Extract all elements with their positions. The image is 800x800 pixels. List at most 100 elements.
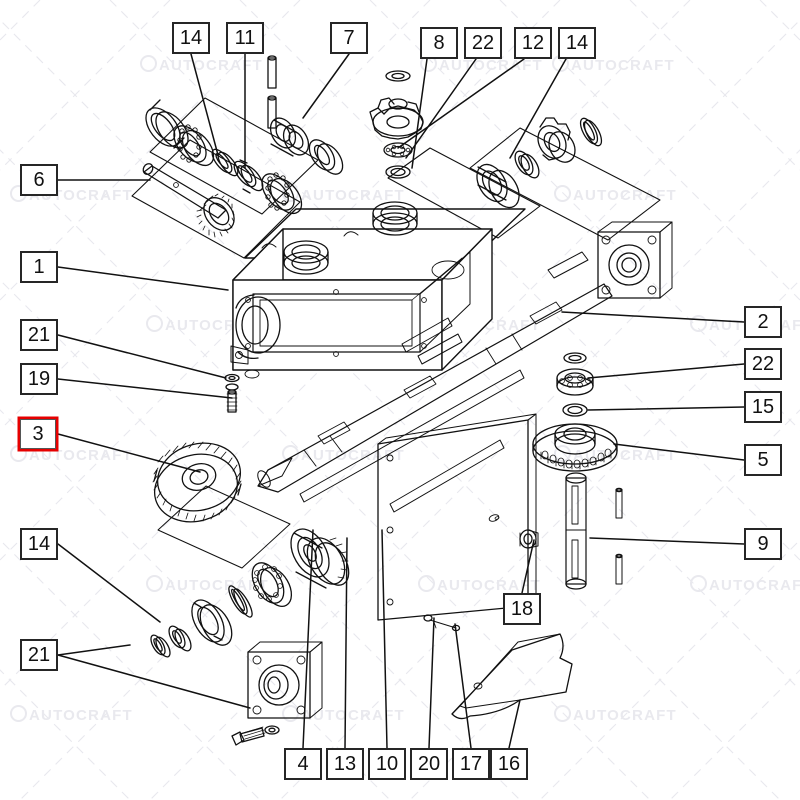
watermark-text: AUTOCRAFT	[439, 57, 543, 74]
leader-line-c8	[411, 58, 428, 169]
callout-label: 7	[343, 27, 355, 49]
callout-label: 2	[757, 311, 769, 333]
callout-1[interactable]: 1	[20, 251, 58, 283]
watermark-text: AUTOCRAFT	[29, 707, 133, 724]
callout-label: 21	[27, 644, 51, 666]
callout-label: 10	[375, 753, 399, 775]
callout-label: 18	[510, 598, 534, 620]
callout-20[interactable]: 20	[410, 748, 448, 780]
watermark-text: AUTOCRAFT	[301, 707, 405, 724]
ring-logo-icon	[10, 705, 27, 722]
callout-3[interactable]: 3	[18, 417, 58, 451]
watermark-text: AUTOCRAFT	[573, 707, 677, 724]
leader-line-c2	[561, 311, 745, 323]
callout-label: 4	[297, 753, 309, 775]
callout-6[interactable]: 6	[20, 164, 58, 196]
callout-18[interactable]: 18	[503, 593, 541, 625]
callout-4[interactable]: 4	[284, 748, 322, 780]
ring-logo-icon	[146, 575, 163, 592]
watermark-text: AUTOCRAFT	[709, 577, 800, 594]
leader-line-c21a	[57, 334, 227, 379]
leader-line-c9	[589, 537, 745, 545]
watermark-text: AUTOCRAFT	[571, 57, 675, 74]
ring-logo-icon	[690, 315, 707, 332]
leader-line-c15	[587, 406, 745, 411]
watermark-text: AUTOCRAFT	[29, 447, 133, 464]
leader-line-c14a	[190, 53, 219, 156]
watermark-text: AUTOCRAFT	[437, 577, 541, 594]
callout-label: 3	[20, 419, 56, 449]
callout-15[interactable]: 15	[744, 391, 782, 423]
callout-11[interactable]: 11	[226, 22, 264, 54]
watermark-autocraft: AUTOCRAFT	[282, 705, 405, 724]
leader-line-c19	[57, 378, 233, 399]
callout-21[interactable]: 21	[20, 319, 58, 351]
callout-label: 22	[471, 32, 495, 54]
part-group-upper-left-bearings	[131, 55, 344, 259]
part-group-lower-left	[150, 528, 350, 746]
watermark-autocraft: AUTOCRAFT	[10, 705, 133, 724]
callout-14[interactable]: 14	[20, 528, 58, 560]
watermark-autocraft: AUTOCRAFT	[140, 55, 263, 74]
leader-line-c14c	[57, 543, 161, 623]
callout-9[interactable]: 9	[744, 528, 782, 560]
leader-line-c22b	[587, 363, 745, 379]
callout-10[interactable]: 10	[368, 748, 406, 780]
leader-line-c18	[521, 539, 535, 594]
ring-logo-icon	[282, 705, 299, 722]
callout-5[interactable]: 5	[744, 444, 782, 476]
callout-label: 14	[565, 32, 589, 54]
leader-line-c10	[381, 529, 388, 749]
watermark-autocraft: AUTOCRAFT	[554, 705, 677, 724]
part-group-upper-right	[369, 70, 661, 241]
ring-logo-icon	[418, 575, 435, 592]
callout-label: 9	[757, 533, 769, 555]
watermark-text: AUTOCRAFT	[301, 187, 405, 204]
callout-14[interactable]: 14	[172, 22, 210, 54]
part-flange-right	[597, 221, 673, 299]
callout-2[interactable]: 2	[744, 306, 782, 338]
callout-14[interactable]: 14	[558, 27, 596, 59]
callout-7[interactable]: 7	[330, 22, 368, 54]
callout-label: 11	[234, 27, 256, 49]
callout-8[interactable]: 8	[420, 27, 458, 59]
leader-line-c12	[397, 58, 525, 149]
leader-line-c21b	[57, 644, 131, 656]
leader-line-c14b	[509, 58, 567, 159]
callout-label: 19	[27, 368, 51, 390]
part-output-shaft	[257, 251, 613, 513]
callout-label: 20	[417, 753, 441, 775]
leader-line-c21b	[57, 654, 251, 709]
callout-label: 5	[757, 449, 769, 471]
watermark-autocraft: AUTOCRAFT	[554, 185, 677, 204]
callout-19[interactable]: 19	[20, 363, 58, 395]
callout-label: 22	[751, 353, 775, 375]
leader-line-c7	[302, 53, 350, 119]
callout-12[interactable]: 12	[514, 27, 552, 59]
ring-logo-icon	[140, 55, 157, 72]
callout-label: 14	[27, 533, 51, 555]
callout-label: 1	[33, 256, 45, 278]
callout-label: 8	[433, 32, 445, 54]
leader-line-c20	[428, 617, 435, 749]
callout-16[interactable]: 16	[490, 748, 528, 780]
leader-line-c17	[454, 623, 472, 749]
watermark-autocraft: AUTOCRAFT	[146, 575, 269, 594]
leader-line-c22a	[405, 58, 477, 159]
callout-21[interactable]: 21	[20, 639, 58, 671]
callout-13[interactable]: 13	[326, 748, 364, 780]
part-bevel-gear	[152, 441, 291, 569]
callout-label: 21	[27, 324, 51, 346]
watermark-autocraft: AUTOCRAFT	[418, 575, 541, 594]
callout-17[interactable]: 17	[452, 748, 490, 780]
callout-label: 12	[521, 32, 545, 54]
leader-line-c3	[57, 433, 201, 473]
watermark-autocraft: AUTOCRAFT	[690, 575, 800, 594]
leader-line-c4	[302, 529, 314, 749]
callout-label: 15	[751, 396, 775, 418]
watermark-text: AUTOCRAFT	[165, 577, 269, 594]
ring-logo-icon	[146, 315, 163, 332]
callout-22[interactable]: 22	[464, 27, 502, 59]
callout-22[interactable]: 22	[744, 348, 782, 380]
callout-label: 14	[179, 27, 203, 49]
